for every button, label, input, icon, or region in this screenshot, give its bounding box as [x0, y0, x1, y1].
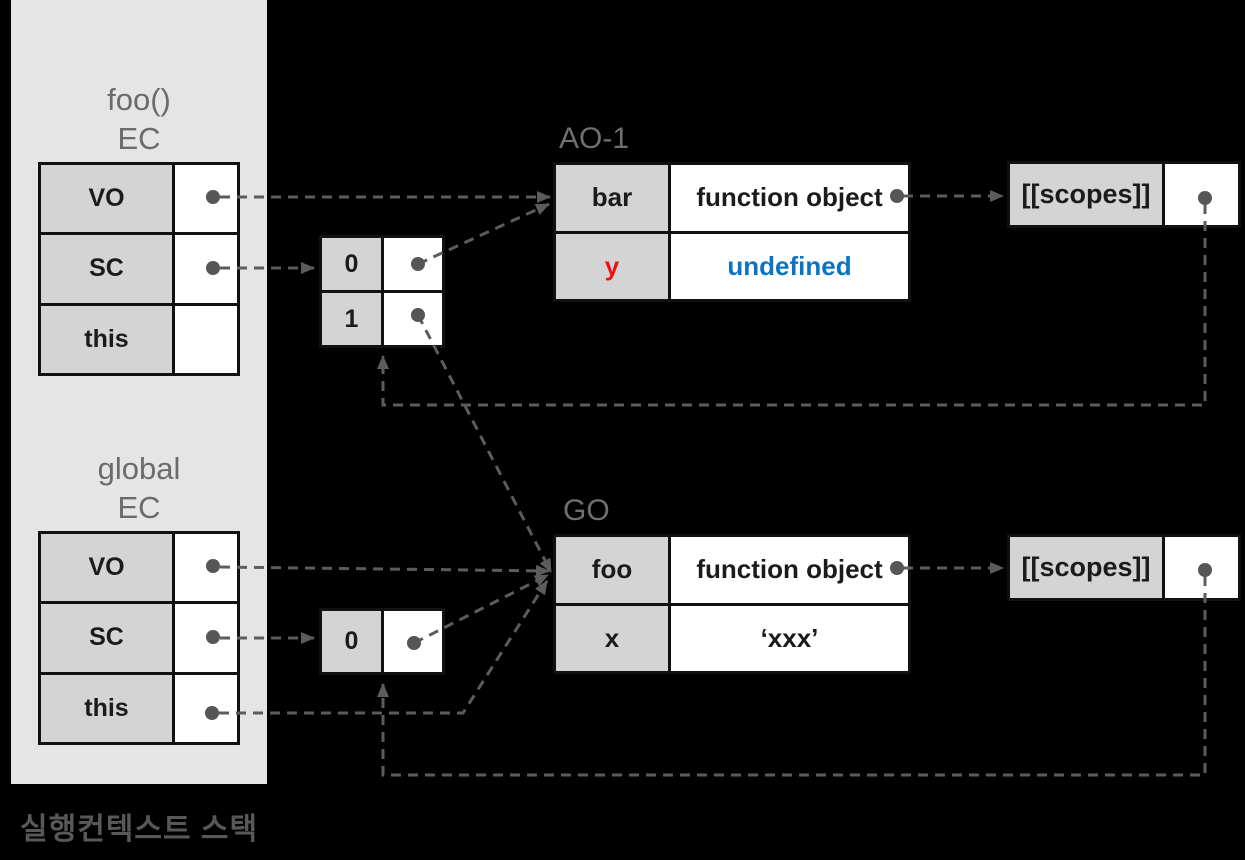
foo-ec-title-line1: foo(): [107, 82, 171, 117]
global-ec-row-sc-value: [175, 604, 237, 672]
foo-ec-row-vo-label: VO: [41, 165, 172, 233]
ao1-row-bar-value: function object: [671, 165, 908, 231]
foo-ec-title: foo() EC: [11, 80, 267, 158]
go-row-x-value: ‘xxx’: [671, 605, 908, 671]
ao1-scopes-box: [[scopes]]: [1007, 161, 1241, 228]
go-scopes-label: [[scopes]]: [1010, 537, 1162, 598]
global-ec-row-vo-label: VO: [41, 534, 172, 602]
global-ec-table: VO SC this: [38, 531, 240, 745]
global-ec-title-line1: global: [97, 451, 181, 486]
global-ec-title-line2: EC: [117, 490, 161, 525]
global-ec-row-this-value: [175, 674, 237, 742]
go-row-foo-value: function object: [671, 537, 908, 603]
scope-chain-foo-index-0: 0: [322, 238, 381, 290]
ao1-row-y-value: undefined: [671, 233, 908, 299]
foo-ec-row-this-label: this: [41, 305, 172, 373]
arrow-global-vo-to-go: [219, 564, 550, 577]
global-ec-row-sc-label: SC: [41, 604, 172, 672]
scope-chain-foo-slot-0: [384, 238, 442, 290]
go-table: foo function object x ‘xxx’: [553, 534, 911, 674]
stack-caption: 실행컨텍스트 스택: [20, 813, 259, 846]
ao1-row-bar-key: bar: [556, 165, 668, 231]
go-title: GO: [563, 494, 610, 527]
go-scopes-box: [[scopes]]: [1007, 534, 1241, 601]
go-scopes-slot: [1165, 537, 1238, 598]
global-ec-row-vo-value: [175, 534, 237, 602]
scope-chain-foo-slot-1: [384, 293, 442, 345]
foo-ec-table: VO SC this: [38, 162, 240, 376]
global-ec-row-this-label: this: [41, 674, 172, 742]
scope-chain-foo-array: 0 1: [319, 235, 445, 348]
go-row-foo-key: foo: [556, 537, 668, 603]
foo-ec-row-this-value: [175, 305, 237, 373]
scope-chain-global-index-0: 0: [322, 611, 381, 672]
scope-chain-global-slot-0: [384, 611, 442, 672]
arrow-scope-chain-foo-1-to-go: [416, 314, 553, 573]
ao1-title: AO-1: [559, 122, 630, 155]
go-row-x-key: x: [556, 605, 668, 671]
foo-ec-row-vo-value: [175, 165, 237, 233]
scope-chain-foo-index-1: 1: [322, 293, 381, 345]
scope-chain-global-array: 0: [319, 608, 445, 675]
ao1-scopes-label: [[scopes]]: [1010, 164, 1162, 225]
ao1-scopes-slot: [1165, 164, 1238, 225]
ao1-table: bar function object y undefined: [553, 162, 911, 302]
foo-ec-row-sc-value: [175, 235, 237, 303]
foo-ec-title-line2: EC: [117, 121, 161, 156]
foo-ec-row-sc-label: SC: [41, 235, 172, 303]
ao1-row-y-key: y: [556, 233, 668, 299]
global-ec-title: global EC: [11, 449, 267, 527]
